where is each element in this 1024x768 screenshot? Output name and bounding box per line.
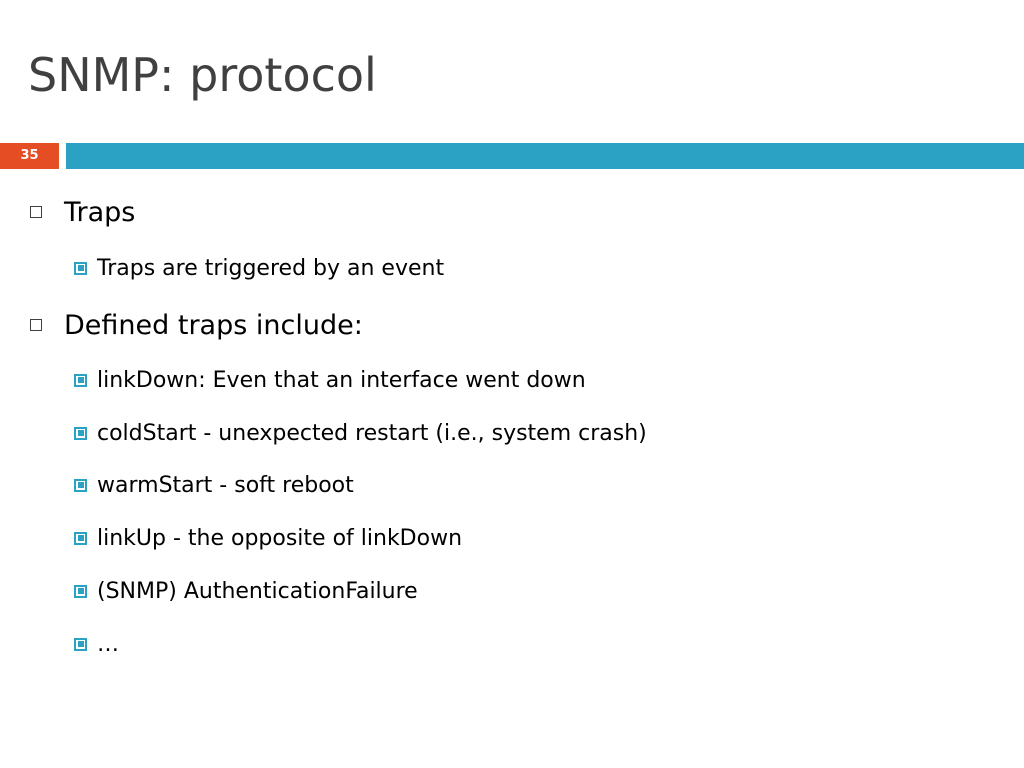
filled-square-bullet-icon: [74, 637, 87, 651]
accent-bar: [66, 143, 1024, 169]
hollow-square-bullet-icon: [30, 319, 42, 331]
filled-square-bullet-icon: [74, 478, 87, 492]
bullet-text: Traps are triggered by an event: [97, 255, 445, 281]
bullet-text: Traps: [64, 196, 136, 228]
bullet-text: coldStart - unexpected restart (i.e., sy…: [97, 420, 647, 446]
filled-square-bullet-icon: [74, 531, 87, 545]
sub-bullet-coldstart: coldStart - unexpected restart (i.e., sy…: [74, 416, 647, 450]
filled-square-bullet-icon: [74, 373, 87, 387]
bullet-text: linkUp - the opposite of linkDown: [97, 525, 463, 551]
sub-bullet-linkup: linkUp - the opposite of linkDown: [74, 521, 462, 555]
page-number: 35: [0, 143, 59, 169]
hollow-square-bullet-icon: [30, 206, 42, 218]
bullet-text: warmStart - soft reboot: [97, 472, 354, 498]
filled-square-bullet-icon: [74, 261, 87, 275]
slide-title: SNMP: protocol: [28, 48, 377, 102]
sub-bullet-authfailure: (SNMP) AuthenticationFailure: [74, 574, 418, 608]
filled-square-bullet-icon: [74, 584, 87, 598]
sub-bullet-warmstart: warmStart - soft reboot: [74, 468, 354, 502]
sub-bullet-linkdown: linkDown: Even that an interface went do…: [74, 363, 586, 397]
bullet-text: linkDown: Even that an interface went do…: [97, 367, 586, 393]
filled-square-bullet-icon: [74, 426, 87, 440]
bullet-defined-traps: Defined traps include:: [30, 305, 363, 345]
bullet-text: …: [97, 631, 119, 657]
bullet-text: Defined traps include:: [64, 309, 363, 341]
sub-bullet-triggered: Traps are triggered by an event: [74, 251, 444, 285]
header-bar: 35: [0, 143, 1024, 169]
bullet-traps: Traps: [30, 192, 135, 232]
sub-bullet-ellipsis: …: [74, 627, 119, 661]
bullet-text: (SNMP) AuthenticationFailure: [97, 578, 418, 604]
